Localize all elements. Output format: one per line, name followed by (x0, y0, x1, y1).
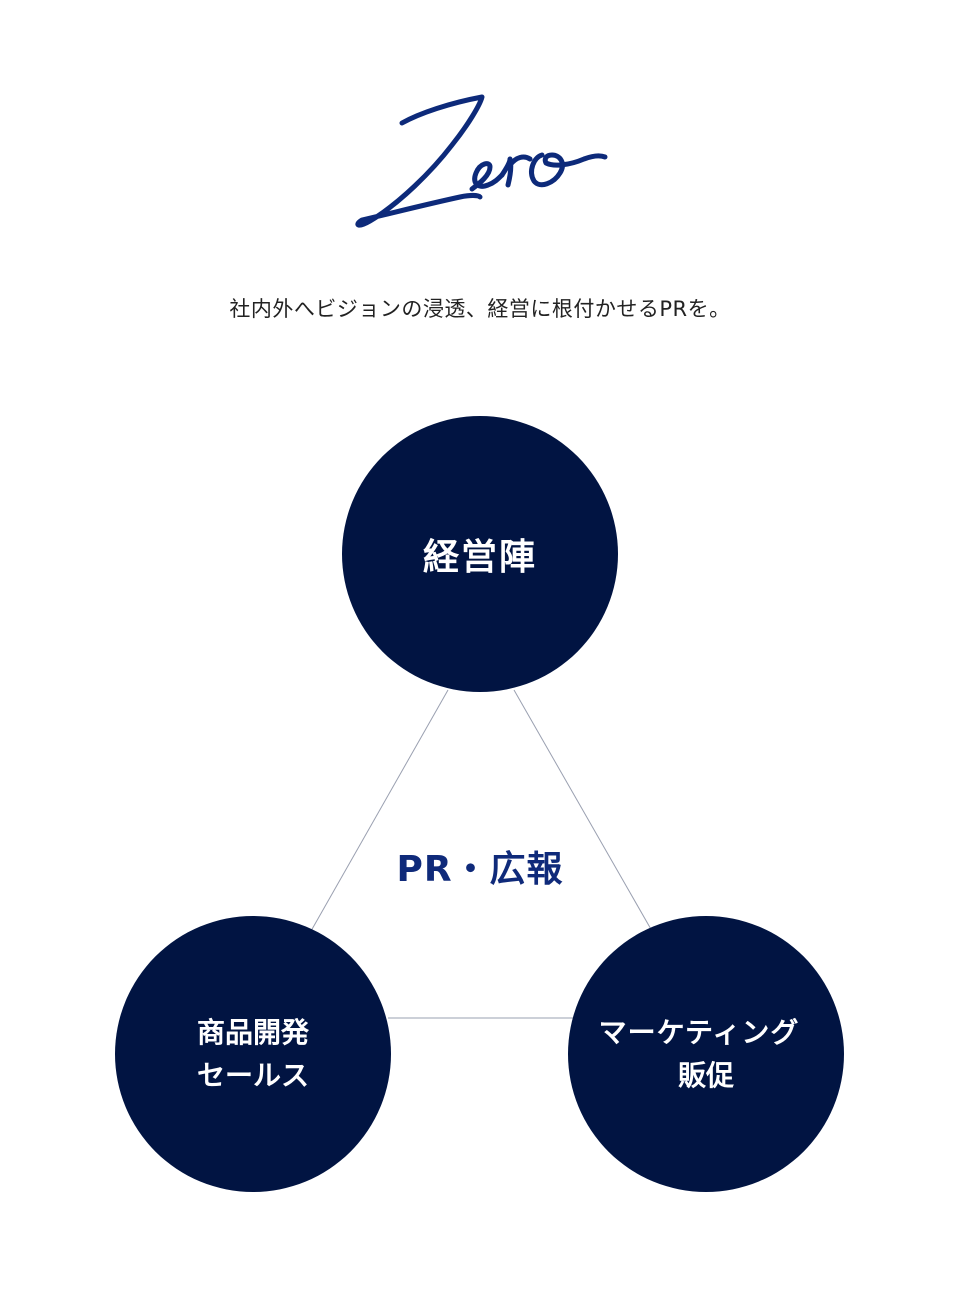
node-marketing-promotion: マーケティング 販促 (568, 916, 844, 1192)
node-management: 経営陣 (342, 416, 618, 692)
center-label-pr: PR・広報 (396, 849, 564, 890)
connector-top-left (310, 689, 449, 932)
node-marketing-promotion-line2: 販促 (677, 1059, 734, 1092)
connector-top-right (513, 689, 653, 932)
node-product-sales-line2: セールス (196, 1059, 309, 1092)
node-management-label: 経営陣 (422, 537, 537, 578)
zero-logo (355, 94, 608, 228)
node-product-sales: 商品開発 セールス (115, 916, 391, 1192)
node-marketing-promotion-line1: マーケティング (598, 1015, 800, 1049)
tagline: 社内外へビジョンの浸透、経営に根付かせるPRを。 (229, 297, 731, 321)
node-product-sales-line1: 商品開発 (196, 1015, 309, 1049)
